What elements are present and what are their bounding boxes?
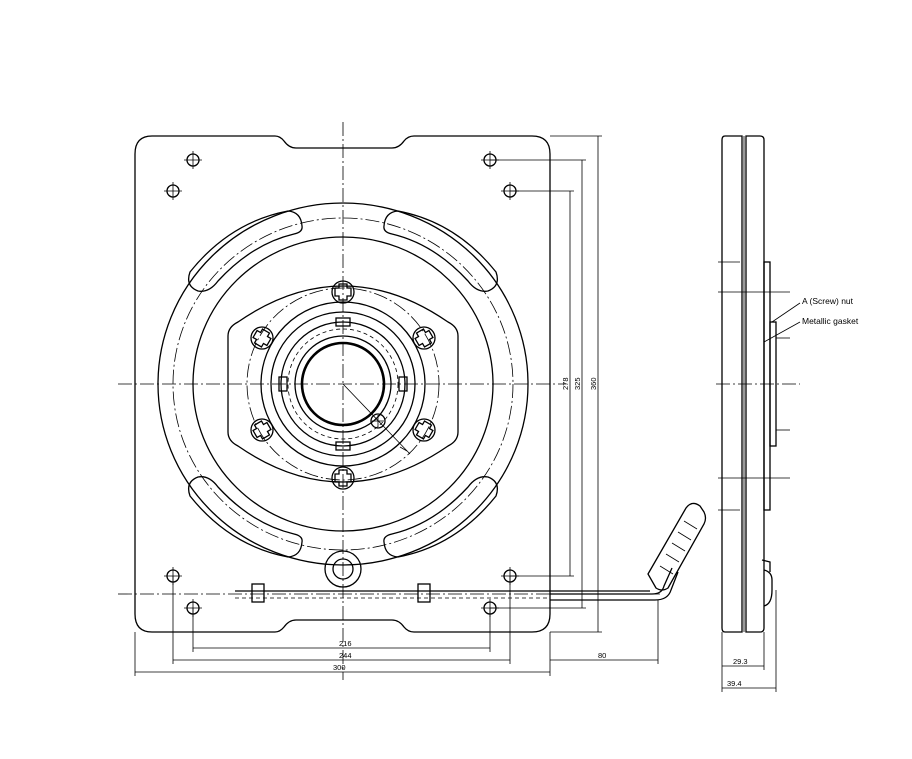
dim-325: 325 xyxy=(573,377,582,390)
side-latch-bump xyxy=(763,569,773,607)
screw-bottom xyxy=(331,466,355,490)
hub-ring-4 xyxy=(287,328,399,440)
keyway-right xyxy=(398,376,408,392)
dim-29-3: 29.3 xyxy=(733,657,748,666)
handle-grip-3 xyxy=(671,542,686,552)
latch-block-left xyxy=(251,583,265,603)
slot-top-right xyxy=(383,210,499,292)
dim-278: 278 xyxy=(561,377,570,390)
screw-lower-left xyxy=(250,418,274,442)
hub-ring-2 xyxy=(270,311,416,457)
center-bore xyxy=(300,341,386,427)
latch-block-right xyxy=(417,583,431,603)
turntable-disc xyxy=(192,236,494,532)
small-screw-diagonal xyxy=(342,383,411,455)
keyway-left xyxy=(278,376,288,392)
dim-216: 216 xyxy=(339,639,352,648)
lever-pivot-outer xyxy=(324,550,362,588)
handle-grip-1 xyxy=(659,565,674,575)
keyway-top xyxy=(335,317,351,327)
slot-top-left xyxy=(187,210,303,292)
label-screw-nut: A (Screw) nut xyxy=(802,296,854,306)
screw-upper-left xyxy=(250,326,274,350)
release-lever-rod xyxy=(550,567,679,601)
leader-gasket xyxy=(763,321,801,343)
hub-ring-5 xyxy=(294,335,392,433)
screw-lower-right xyxy=(412,418,436,442)
release-lever-handle xyxy=(647,502,707,591)
handle-grip-5 xyxy=(683,520,698,530)
front-view xyxy=(118,122,707,680)
bolt-circle xyxy=(246,287,440,481)
hub-ring-3 xyxy=(280,321,406,447)
leader-nut xyxy=(771,302,801,323)
side-inner-plate xyxy=(745,135,765,633)
side-view: A (Screw) nut Metallic gasket 29.3 39.4 xyxy=(716,135,859,692)
side-outer-plate xyxy=(721,135,743,633)
handle-grip-2 xyxy=(665,553,680,563)
inner-flange xyxy=(227,285,459,483)
dim-39-4: 39.4 xyxy=(727,679,742,688)
dim-360: 360 xyxy=(589,377,598,390)
dimensions: 278 325 360 216 244 300 80 xyxy=(134,135,659,676)
dim-244: 244 xyxy=(339,651,352,660)
outer-ring xyxy=(157,202,529,566)
slot-bottom-right xyxy=(383,476,499,558)
label-metallic-gasket: Metallic gasket xyxy=(802,316,859,326)
dim-300: 300 xyxy=(333,663,346,672)
handle-grip-4 xyxy=(677,531,692,541)
screw-top xyxy=(331,280,355,304)
side-turntable-block xyxy=(763,261,771,511)
dashed-ring xyxy=(172,217,514,551)
hub-ring-1 xyxy=(260,301,426,467)
screw-upper-right xyxy=(412,326,436,350)
lever-pivot-inner xyxy=(332,558,354,580)
slot-bottom-left xyxy=(187,476,303,558)
keyway-bottom xyxy=(335,441,351,451)
dim-80: 80 xyxy=(598,651,606,660)
side-lever-foot xyxy=(761,559,771,572)
